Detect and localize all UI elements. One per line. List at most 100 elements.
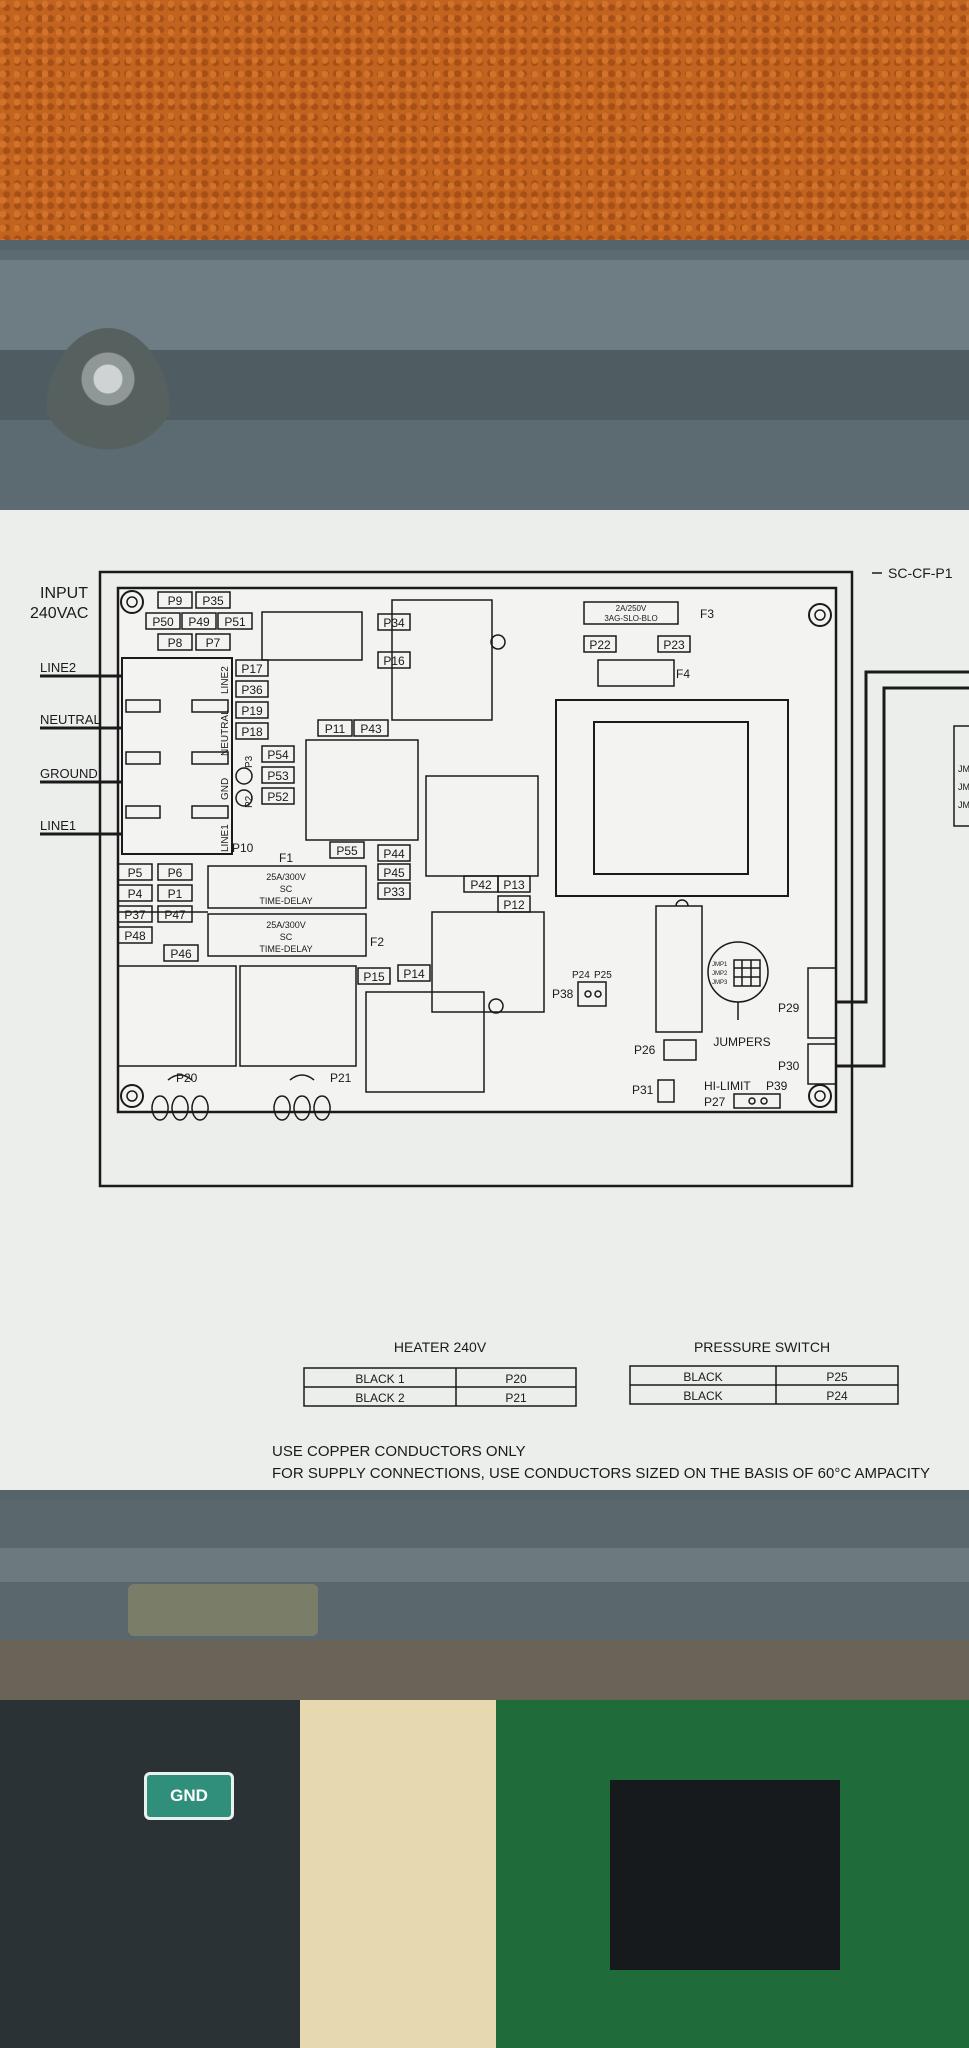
wire-label-neutral: NEUTRAL — [40, 712, 101, 727]
pressure-row2-port: P24 — [826, 1389, 848, 1403]
voltage-label: 240VAC — [30, 605, 88, 622]
label-p19: P19 — [241, 704, 263, 718]
label-p1: P1 — [168, 887, 183, 901]
label-p33: P33 — [383, 885, 405, 899]
label-p6: P6 — [168, 866, 183, 880]
black-relay — [610, 1780, 840, 1970]
wire-label-ground: GROUND — [40, 766, 98, 781]
label-p4: P4 — [128, 887, 143, 901]
partial-jm-2: JM — [958, 782, 969, 792]
label-p36: P36 — [241, 683, 263, 697]
label-p9: P9 — [168, 594, 183, 608]
note-copper: USE COPPER CONDUCTORS ONLY — [272, 1443, 526, 1460]
label-p38: P38 — [552, 987, 574, 1001]
vlabel-line2: LINE2 — [220, 666, 231, 694]
vlabel-gnd: GND — [220, 778, 231, 800]
wire-label-line2: LINE2 — [40, 660, 76, 675]
label-p25: P25 — [594, 970, 612, 981]
fuse-f2-delay: TIME-DELAY — [259, 944, 312, 954]
diagram-outer-frame — [98, 570, 854, 1188]
note-ampacity: FOR SUPPLY CONNECTIONS, USE CONDUCTORS S… — [272, 1465, 930, 1482]
gnd-badge: GND — [144, 1772, 234, 1820]
label-p21: P21 — [330, 1071, 352, 1085]
main-terminal-strip — [121, 657, 233, 855]
fuse-f2-type: SC — [280, 932, 293, 942]
label-p24: P24 — [572, 970, 590, 981]
hinge-pin — [128, 1584, 318, 1636]
label-p50: P50 — [152, 615, 174, 629]
fuse-f1-type: SC — [280, 884, 293, 894]
label-p5: P5 — [128, 866, 143, 880]
orange-wall — [0, 0, 969, 250]
jumpers-label: JUMPERS — [713, 1035, 770, 1049]
jumper-jmp3: JMP3 — [712, 980, 728, 986]
heater-table-title: HEATER 240V — [394, 1339, 487, 1355]
ceramic-terminal-block — [300, 1700, 496, 2048]
label-p16: P16 — [383, 654, 405, 668]
jumper-jmp1: JMP1 — [712, 962, 728, 968]
fuse-f2-id: F2 — [370, 935, 384, 949]
label-p8: P8 — [168, 636, 183, 650]
fuse-f3-id: F3 — [700, 607, 714, 621]
label-p26: P26 — [634, 1043, 656, 1057]
label-p17: P17 — [241, 662, 263, 676]
hinge-dirty-edge — [0, 1640, 969, 1700]
wire-label-line1: LINE1 — [40, 818, 76, 833]
partial-jm-1: JM — [958, 764, 969, 774]
label-p11: P11 — [325, 722, 346, 736]
label-p22: P22 — [589, 638, 611, 652]
heater-row1-port: P20 — [505, 1372, 527, 1386]
fuse-f4-id: F4 — [676, 667, 690, 681]
label-p51: P51 — [224, 615, 246, 629]
label-p18: P18 — [241, 725, 263, 739]
label-p44: P44 — [383, 847, 405, 861]
label-p48: P48 — [124, 929, 146, 943]
transformer — [555, 699, 789, 897]
vlabel-p3: P3 — [244, 755, 255, 768]
label-p13: P13 — [503, 878, 525, 892]
fuse-f1-id: F1 — [279, 851, 293, 865]
label-p7: P7 — [206, 636, 221, 650]
label-p23: P23 — [663, 638, 685, 652]
fuse-f1-delay: TIME-DELAY — [259, 896, 312, 906]
model-id: SC-CF-P1 — [888, 565, 953, 581]
fuse-f3-type: 3AG-SLO-BLO — [604, 614, 657, 623]
heater-row1-wire: BLACK 1 — [355, 1372, 405, 1386]
pressure-row1-wire: BLACK — [683, 1370, 722, 1384]
fuse-f3-rating: 2A/250V — [616, 604, 647, 613]
label-p29: P29 — [778, 1001, 800, 1015]
fuse-f1-rating: 25A/300V — [266, 872, 306, 882]
heater-row2-wire: BLACK 2 — [355, 1391, 405, 1405]
label-p31: P31 — [632, 1083, 654, 1097]
partial-jm-3: JM — [958, 800, 969, 810]
label-p27: P27 — [704, 1095, 726, 1109]
label-p55: P55 — [336, 844, 358, 858]
label-p20: P20 — [176, 1071, 198, 1085]
pressure-table-title: PRESSURE SWITCH — [694, 1339, 830, 1355]
pressure-row1-port: P25 — [826, 1370, 848, 1384]
label-p10: P10 — [232, 841, 254, 855]
label-p43: P43 — [360, 722, 382, 736]
vlabel-p2: P2 — [244, 795, 255, 808]
vlabel-line1: LINE1 — [220, 824, 231, 852]
lid-top-strip — [0, 260, 969, 350]
label-p34: P34 — [383, 616, 405, 630]
lid-screw — [46, 328, 170, 498]
label-p49: P49 — [188, 615, 210, 629]
label-p46: P46 — [170, 947, 192, 961]
label-p45: P45 — [383, 866, 405, 880]
label-p39: P39 — [766, 1079, 788, 1093]
fuse-f3 — [583, 601, 679, 625]
hinge-bar — [0, 1548, 969, 1582]
label-p53: P53 — [267, 769, 289, 783]
fuse-f2-rating: 25A/300V — [266, 920, 306, 930]
label-p14: P14 — [403, 967, 425, 981]
hi-limit-label: HI-LIMIT — [704, 1079, 751, 1093]
label-p35: P35 — [202, 594, 224, 608]
input-label: INPUT — [40, 585, 88, 602]
label-p30: P30 — [778, 1059, 800, 1073]
label-p15: P15 — [363, 970, 385, 984]
jumper-jmp2: JMP2 — [712, 971, 728, 977]
pressure-row2-wire: BLACK — [683, 1389, 722, 1403]
